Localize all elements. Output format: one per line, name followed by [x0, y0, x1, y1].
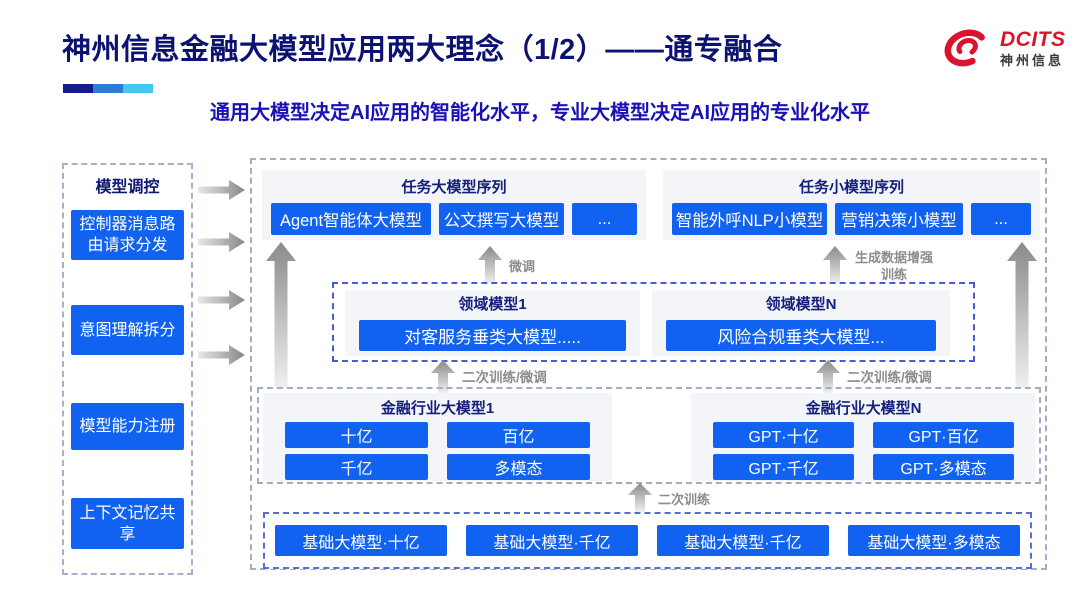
domain-model-1-title: 领域模型1 — [458, 296, 527, 313]
logo-brand-cn: 神州信息 — [1000, 53, 1065, 68]
domain-model-n-panel: 领域模型N 风险合规垂类大模型... — [652, 290, 950, 356]
finetune-label: 微调 — [509, 259, 536, 274]
scale-10b-button: 百亿 — [447, 422, 590, 448]
industry-model-n-panel: 金融行业大模型N GPT·十亿 GPT·百亿 GPT·千亿 GPT·多模态 — [691, 393, 1036, 481]
slide-subtitle: 通用大模型决定AI应用的智能化水平，专业大模型决定AI应用的专业化水平 — [210, 102, 870, 124]
task-small-title: 任务小模型序列 — [798, 179, 904, 196]
document-writing-model-button: 公文撰写大模型 — [439, 203, 564, 235]
title-accent-bar — [63, 84, 153, 93]
sidebar-item-register: 模型能力注册 — [71, 403, 184, 450]
risk-compliance-model-button: 风险合规垂类大模型... — [666, 320, 936, 351]
nlp-outbound-model-button: 智能外呼NLP小模型 — [672, 203, 828, 235]
industry-model-1-title: 金融行业大模型1 — [380, 400, 495, 417]
task-large-title: 任务大模型序列 — [401, 179, 507, 196]
arrow-up-icon — [1007, 242, 1037, 388]
scale-1b-button: 十亿 — [285, 422, 428, 448]
gpt-multimodal-button: GPT·多模态 — [873, 454, 1014, 480]
arrow-up-icon — [266, 242, 296, 388]
domain-model-1-panel: 领域模型1 对客服务垂类大模型..... — [345, 290, 640, 356]
agent-large-model-button: Agent智能体大模型 — [271, 203, 431, 235]
arrow-right-icon — [198, 345, 245, 365]
task-small-more-button: ... — [970, 203, 1031, 235]
task-large-more-button: ... — [572, 203, 637, 235]
industry-model-1-panel: 金融行业大模型1 十亿 百亿 千亿 多模态 — [263, 393, 612, 481]
domain-models-box: 领域模型1 对客服务垂类大模型..... 领域模型N 风险合规垂类大模型... — [332, 282, 975, 362]
page-title: 神州信息金融大模型应用两大理念（1/2）——通专融合 — [62, 34, 783, 66]
base-model-100b-2-button: 基础大模型·千亿 — [657, 525, 829, 556]
base-model-100b-button: 基础大模型·千亿 — [466, 525, 638, 556]
marketing-decision-model-button: 营销决策小模型 — [835, 203, 963, 235]
gen-data-training-label: 生成数据增强训练 — [854, 250, 933, 282]
sidebar-item-router: 控制器消息路由请求分发 — [71, 210, 184, 260]
domain-model-n-title: 领域模型N — [765, 296, 837, 313]
customer-service-model-button: 对客服务垂类大模型..... — [359, 320, 626, 351]
model-architecture-container — [250, 158, 1047, 570]
logo-brand-text: DCITS — [1000, 28, 1066, 51]
gpt-100b-button: GPT·千亿 — [713, 454, 854, 480]
arrow-right-icon — [198, 290, 245, 310]
gpt-1b-button: GPT·十亿 — [713, 422, 854, 448]
retrain-finetune-label-left: 二次训练/微调 — [462, 370, 547, 385]
sidebar-title: 模型调控 — [95, 179, 160, 196]
gpt-10b-button: GPT·百亿 — [873, 422, 1014, 448]
dcits-logo: DCITS 神州信息 — [938, 20, 1068, 76]
base-model-1b-button: 基础大模型·十亿 — [275, 525, 447, 556]
sidebar-item-intent: 意图理解拆分 — [71, 305, 184, 355]
arrow-right-icon — [198, 180, 245, 200]
model-control-sidebar: 模型调控 控制器消息路由请求分发 意图理解拆分 模型能力注册 上下文记忆共享 — [62, 163, 193, 575]
task-large-model-panel: 任务大模型序列 Agent智能体大模型 公文撰写大模型 ... — [262, 170, 646, 240]
dcits-swirl-icon — [944, 29, 985, 67]
base-models-box: 基础大模型·十亿 基础大模型·千亿 基础大模型·千亿 基础大模型·多模态 — [263, 512, 1032, 569]
industry-model-n-title: 金融行业大模型N — [805, 400, 922, 417]
industry-models-box: 金融行业大模型1 十亿 百亿 千亿 多模态 金融行业大模型N GPT·十亿 GP… — [257, 387, 1041, 484]
sidebar-item-context: 上下文记忆共享 — [71, 498, 184, 549]
arrow-up-icon — [431, 360, 455, 393]
scale-multimodal-button: 多模态 — [447, 454, 590, 480]
scale-100b-button: 千亿 — [285, 454, 428, 480]
arrow-up-icon — [816, 360, 840, 393]
base-model-multimodal-button: 基础大模型·多模态 — [848, 525, 1020, 556]
arrow-up-icon — [628, 483, 652, 512]
task-small-model-panel: 任务小模型序列 智能外呼NLP小模型 营销决策小模型 ... — [663, 170, 1040, 240]
arrow-up-icon — [823, 246, 847, 284]
retrain-label: 二次训练 — [658, 492, 711, 507]
arrow-right-icon — [198, 232, 245, 252]
retrain-finetune-label-right: 二次训练/微调 — [847, 370, 932, 385]
arrow-up-icon — [478, 246, 502, 284]
